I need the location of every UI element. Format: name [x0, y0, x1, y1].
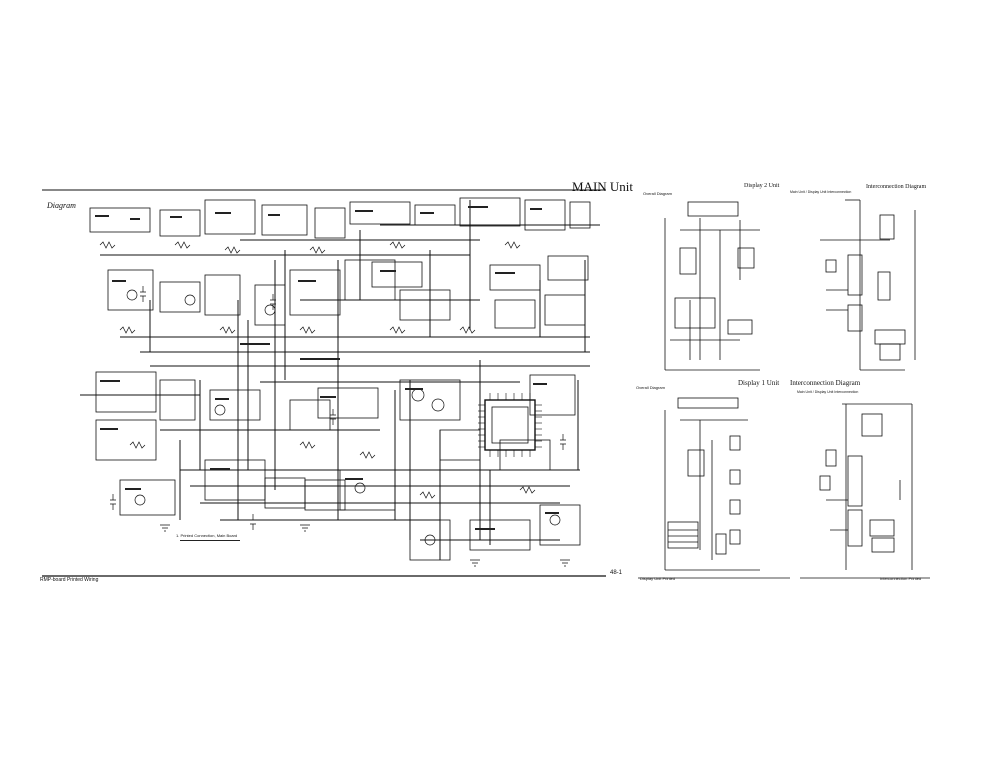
- display1-panel: [664, 397, 760, 571]
- bottom-left-footer: Display Unit Printed: [640, 576, 676, 581]
- main-schematic-wiring: [80, 200, 600, 560]
- bottom-right-subtitle: Main Unit / Display Unit Interconnection: [797, 390, 859, 394]
- display2-panel: [664, 201, 760, 371]
- page-title: MAIN Unit: [572, 179, 634, 194]
- interconnection-bottom-panel: [819, 403, 913, 570]
- diagram-label: Diagram: [47, 201, 76, 210]
- interconnection-top-title: Interconnection Diagram: [866, 184, 927, 190]
- frame-lines: [42, 189, 930, 579]
- top-right-subtitle: Main Unit / Display Unit Interconnection: [790, 190, 852, 194]
- schematic-note: 1. Printed Connection, Main Board: [176, 533, 238, 538]
- bottom-right-footer: Interconnection Printed: [880, 576, 922, 581]
- display2-title: Display 2 Unit: [744, 183, 780, 189]
- top-left-subtitle: Overall Diagram: [643, 191, 672, 196]
- interconnection-top-panel: [820, 199, 916, 371]
- component-blocks: [89, 197, 591, 561]
- display1-title: Display 1 Unit: [738, 379, 780, 387]
- footer-caption: RMP-board Printed Wiring: [40, 577, 99, 583]
- interconnection-bottom-title: Interconnection Diagram: [790, 379, 861, 387]
- component-symbols: [99, 241, 570, 567]
- ic-pin-stubs: [478, 393, 542, 457]
- page-number: 48-1: [610, 570, 623, 576]
- bottom-left-subtitle: Overall Diagram: [636, 385, 665, 390]
- part-label-marks: [95, 206, 559, 541]
